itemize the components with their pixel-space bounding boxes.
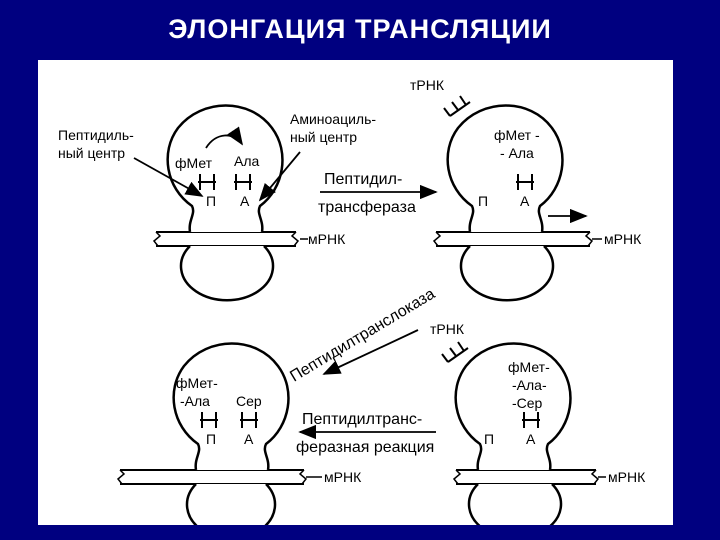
a-site-codon-mark <box>234 174 252 190</box>
p-site-label: П <box>206 431 216 447</box>
mrna-strand <box>116 469 308 485</box>
chain-line-1: фМет - <box>494 127 540 143</box>
translocase-step: Пептидилтранслоказа <box>287 286 438 386</box>
mrna-strand <box>452 469 600 485</box>
a-site-label: А <box>526 431 536 447</box>
chain-line-1: фМет- <box>176 375 218 391</box>
p-site-label: П <box>484 431 494 447</box>
a-site-codon-mark <box>516 174 534 190</box>
large-subunit <box>172 342 290 471</box>
diagram-panel: фМет Ала П А Пептидиль- ный центр Аминоа… <box>38 60 673 525</box>
chain-line-2: -Ала- <box>512 377 547 393</box>
large-subunit <box>166 104 284 233</box>
mrna-label: мРНК <box>324 469 362 485</box>
p-site-codon-mark <box>200 412 218 428</box>
mrna-strand <box>152 231 300 247</box>
chain-line-3: Сер <box>236 393 262 409</box>
a-site-label: А <box>244 431 254 447</box>
peptidyl-center-label-line2: ный центр <box>58 145 125 161</box>
step2-label: Пептидилтранслоказа <box>287 286 438 386</box>
codon-ala: Ала <box>234 153 260 169</box>
departing-trna-icon <box>443 95 471 117</box>
p-site-label: П <box>206 193 216 209</box>
ribosome-elongation-diagram: фМет Ала П А Пептидиль- ный центр Аминоа… <box>58 77 646 525</box>
a-site-label: А <box>240 193 250 209</box>
chain-line-2: -Ала <box>180 393 210 409</box>
mrna-strand <box>432 231 594 247</box>
aminoacyl-center-label-line1: Аминоациль- <box>290 111 376 127</box>
ribosome-stage-4: фМет- -Ала Сер П А мРНК <box>116 342 362 525</box>
mrna-label: мРНК <box>308 231 346 247</box>
chain-line-1: фМет- <box>508 359 550 375</box>
chain-line-3: -Сер <box>512 395 543 411</box>
a-site-label: А <box>520 193 530 209</box>
peptidyl-center-label-line1: Пептидиль- <box>58 127 134 143</box>
step1-label-line2: трансфераза <box>318 199 416 216</box>
small-subunit <box>185 483 277 525</box>
transfer-arrow <box>205 126 244 149</box>
a-site-codon-mark <box>522 412 540 428</box>
ribosome-stage-3: тРНК фМет- -Ала- -Сер П А мРНК <box>430 321 646 525</box>
step3-label-line2: феразная реакция <box>296 439 434 456</box>
small-subunit <box>459 245 555 302</box>
small-subunit <box>467 483 563 525</box>
a-site-codon-mark <box>240 412 258 428</box>
ribosome-stage-2: тРНК фМет - - Ала П А мРНК <box>410 77 642 302</box>
small-subunit <box>179 245 275 302</box>
ribosome-stage-1: фМет Ала П А Пептидиль- ный центр Аминоа… <box>58 104 376 302</box>
mrna-label: мРНК <box>604 231 642 247</box>
peptidyl-transferase-step: Пептидил- трансфераза <box>318 171 438 216</box>
large-subunit <box>454 342 572 471</box>
aminoacyl-center-label-line2: ный центр <box>290 129 357 145</box>
slide-title: ЭЛОНГАЦИЯ ТРАНСЛЯЦИИ <box>168 14 552 44</box>
step1-label-line1: Пептидил- <box>324 171 402 188</box>
p-site-label: П <box>478 193 488 209</box>
large-subunit <box>446 104 564 233</box>
incoming-trna-icon <box>441 341 469 363</box>
mrna-label: мРНК <box>608 469 646 485</box>
step3-label-line1: Пептидилтранс- <box>302 411 422 428</box>
chain-line-2: - Ала <box>500 145 534 161</box>
codon-fmet: фМет <box>175 155 213 171</box>
peptidyl-transfer-reaction-step: Пептидилтранс- феразная реакция <box>296 411 436 456</box>
trna-label: тРНК <box>430 321 465 337</box>
trna-label: тРНК <box>410 77 445 93</box>
